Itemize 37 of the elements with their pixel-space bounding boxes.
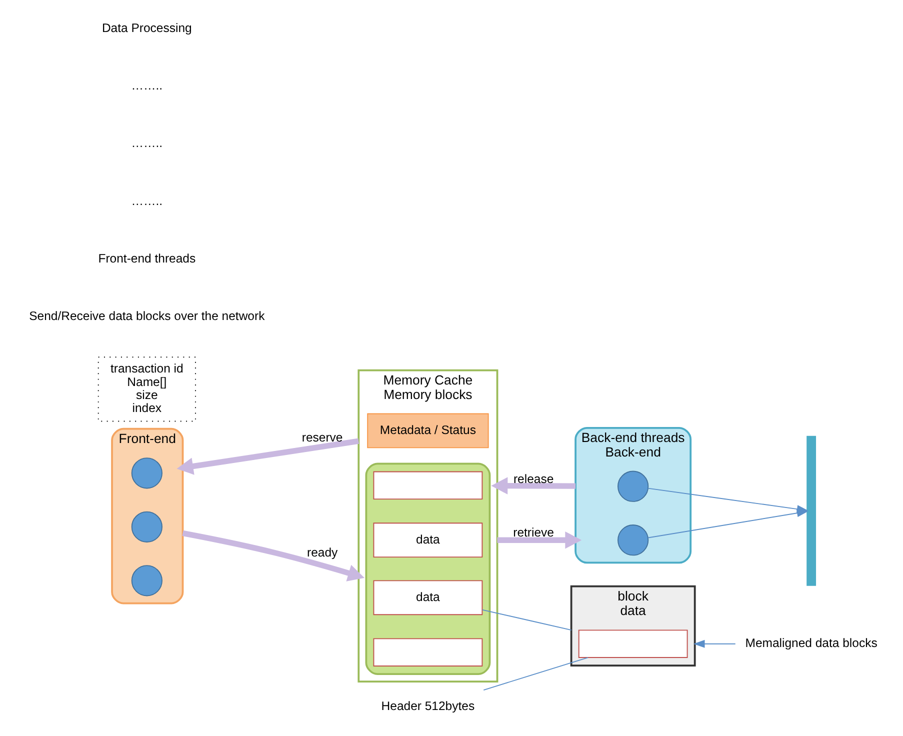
label: …….. <box>130 194 162 208</box>
edge-label: retrieve <box>512 526 554 540</box>
node-box: Metadata / Status <box>366 413 488 448</box>
cluster: Back-end threads Back-end <box>574 426 692 564</box>
node-text: Header 512bytes <box>380 699 474 714</box>
arrow <box>490 477 576 494</box>
node-box <box>372 471 482 500</box>
label: Data Processing <box>101 21 192 36</box>
label: …….. <box>130 78 162 93</box>
edge-label: ready <box>306 546 338 560</box>
connector <box>482 657 588 690</box>
node-circle <box>130 511 162 542</box>
node-bar <box>806 436 816 586</box>
node-box: data <box>372 580 482 616</box>
connector <box>481 609 572 630</box>
node-circle <box>130 458 162 489</box>
cluster <box>364 462 490 675</box>
cluster: Front-end <box>110 428 184 604</box>
node-box <box>578 630 688 658</box>
arrow <box>692 640 736 648</box>
arrow <box>647 488 808 513</box>
node-box: data <box>372 522 482 558</box>
label: …….. <box>130 136 162 150</box>
node-circle <box>617 470 648 502</box>
label: Send/Receive data blocks over the network <box>28 308 264 323</box>
edge-label: reserve <box>301 430 342 444</box>
node-text: Memaligned data blocks <box>744 636 877 650</box>
edge-label: release <box>512 472 554 486</box>
node-box <box>372 638 482 666</box>
arrow <box>496 531 582 549</box>
label: Front-end threads <box>98 251 196 266</box>
arrow <box>182 530 364 582</box>
node-box: transaction id Name[] size index <box>97 356 196 422</box>
node-circle <box>617 524 648 556</box>
cluster: block data <box>570 585 696 666</box>
node-circle <box>130 565 162 596</box>
arrow <box>176 438 359 475</box>
